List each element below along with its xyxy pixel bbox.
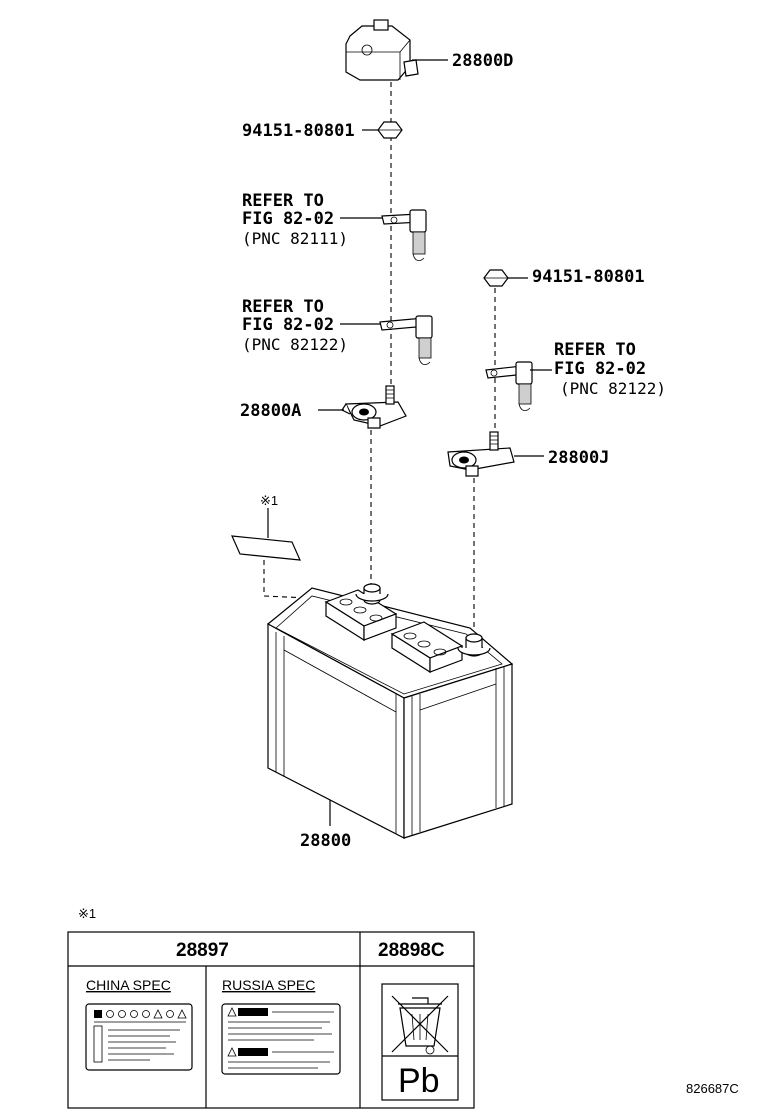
label-note-mark: ※1: [260, 493, 278, 508]
pb-text: Pb: [398, 1062, 440, 1100]
crossed-bin-icon: [391, 995, 449, 1055]
ref3-line1: REFER TO: [554, 340, 636, 360]
table-header-28897: 28897: [176, 940, 229, 961]
pb-recycle-label-image[interactable]: Pb: [381, 983, 459, 1101]
hex-nut-right[interactable]: [483, 269, 509, 287]
terminal-clamp-28800A[interactable]: [341, 385, 407, 429]
ref2-line3: (PNC 82122): [242, 335, 348, 354]
ref3-line3: (PNC 82122): [560, 379, 666, 398]
label-placement-line: [263, 560, 311, 631]
terminal-cover-28800D[interactable]: [345, 19, 419, 81]
ref1-line1: REFER TO: [242, 191, 324, 211]
china-spec-label: CHINA SPEC: [86, 977, 171, 993]
table-note-mark: ※1: [78, 906, 96, 921]
battery-28800[interactable]: [266, 583, 514, 839]
ref1-line2: FIG 82-02: [242, 209, 334, 229]
figure-ref-code: 826687C: [686, 1081, 739, 1096]
ref1-line3: (PNC 82111): [242, 229, 348, 248]
label-table: [67, 931, 475, 1109]
cable-terminal-82122-right[interactable]: [485, 361, 533, 412]
callout-28800A: 28800A: [240, 401, 301, 421]
ref2-line2: FIG 82-02: [242, 315, 334, 335]
callout-nut-top: 94151-80801: [242, 121, 355, 141]
cable-terminal-82111[interactable]: [381, 209, 427, 262]
china-spec-label-image[interactable]: [85, 1003, 193, 1071]
russia-spec-label: RUSSIA SPEC: [222, 977, 315, 993]
ref3-line2: FIG 82-02: [554, 359, 646, 379]
russia-spec-label-image[interactable]: [221, 1003, 341, 1075]
table-header-28898C: 28898C: [378, 940, 445, 961]
cable-terminal-82122-left[interactable]: [379, 315, 433, 366]
callout-28800D: 28800D: [452, 51, 513, 71]
callout-nut-right: 94151-80801: [532, 267, 645, 287]
hex-nut-top[interactable]: [377, 121, 403, 139]
callout-28800J: 28800J: [548, 448, 609, 468]
ref2-line1: REFER TO: [242, 297, 324, 317]
warning-label-sheet[interactable]: [231, 535, 301, 561]
callout-28800: 28800: [300, 831, 351, 851]
terminal-clamp-28800J[interactable]: [447, 431, 515, 477]
